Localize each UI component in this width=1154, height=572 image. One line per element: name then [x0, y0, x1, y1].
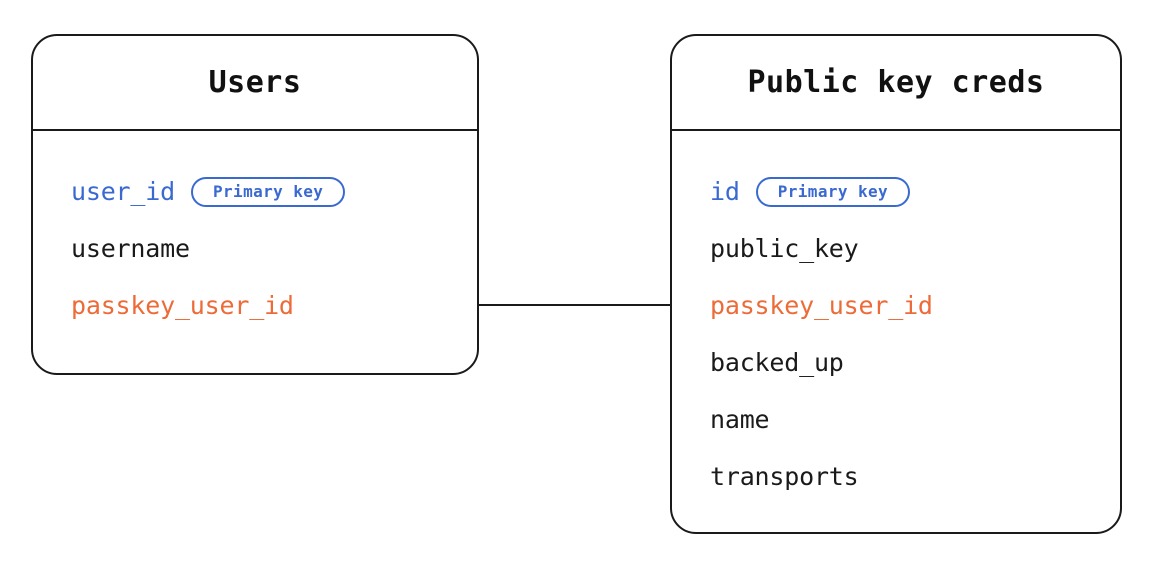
entity-public-key-creds-field-list: id Primary key public_key passkey_user_i…: [672, 131, 1120, 532]
field-row-user-id[interactable]: user_id Primary key: [71, 163, 477, 220]
field-row-passkey-user-id[interactable]: passkey_user_id: [71, 277, 477, 334]
entity-users[interactable]: Users user_id Primary key username passk…: [31, 34, 479, 375]
field-name-user-id: user_id: [71, 177, 175, 206]
field-name-passkey-user-id: passkey_user_id: [71, 291, 294, 320]
field-name-backed-up: backed_up: [710, 348, 844, 377]
field-name-username: username: [71, 234, 190, 263]
field-name-passkey-user-id: passkey_user_id: [710, 291, 933, 320]
relationship-connector-line: [478, 304, 671, 306]
primary-key-badge: Primary key: [190, 176, 346, 207]
field-row-public-key[interactable]: public_key: [710, 220, 1120, 277]
entity-public-key-creds[interactable]: Public key creds id Primary key public_k…: [670, 34, 1122, 534]
entity-public-key-creds-header: Public key creds: [672, 36, 1120, 131]
entity-users-field-list: user_id Primary key username passkey_use…: [33, 131, 477, 373]
field-row-username[interactable]: username: [71, 220, 477, 277]
field-name-name: name: [710, 405, 770, 434]
field-row-name[interactable]: name: [710, 391, 1120, 448]
field-row-passkey-user-id[interactable]: passkey_user_id: [710, 277, 1120, 334]
field-name-transports: transports: [710, 462, 859, 491]
entity-users-header: Users: [33, 36, 477, 131]
field-name-public-key: public_key: [710, 234, 859, 263]
field-row-backed-up[interactable]: backed_up: [710, 334, 1120, 391]
field-name-id: id: [710, 177, 740, 206]
primary-key-badge: Primary key: [755, 176, 911, 207]
field-row-transports[interactable]: transports: [710, 448, 1120, 505]
entity-users-title: Users: [208, 65, 302, 100]
field-row-id[interactable]: id Primary key: [710, 163, 1120, 220]
entity-public-key-creds-title: Public key creds: [747, 65, 1045, 100]
